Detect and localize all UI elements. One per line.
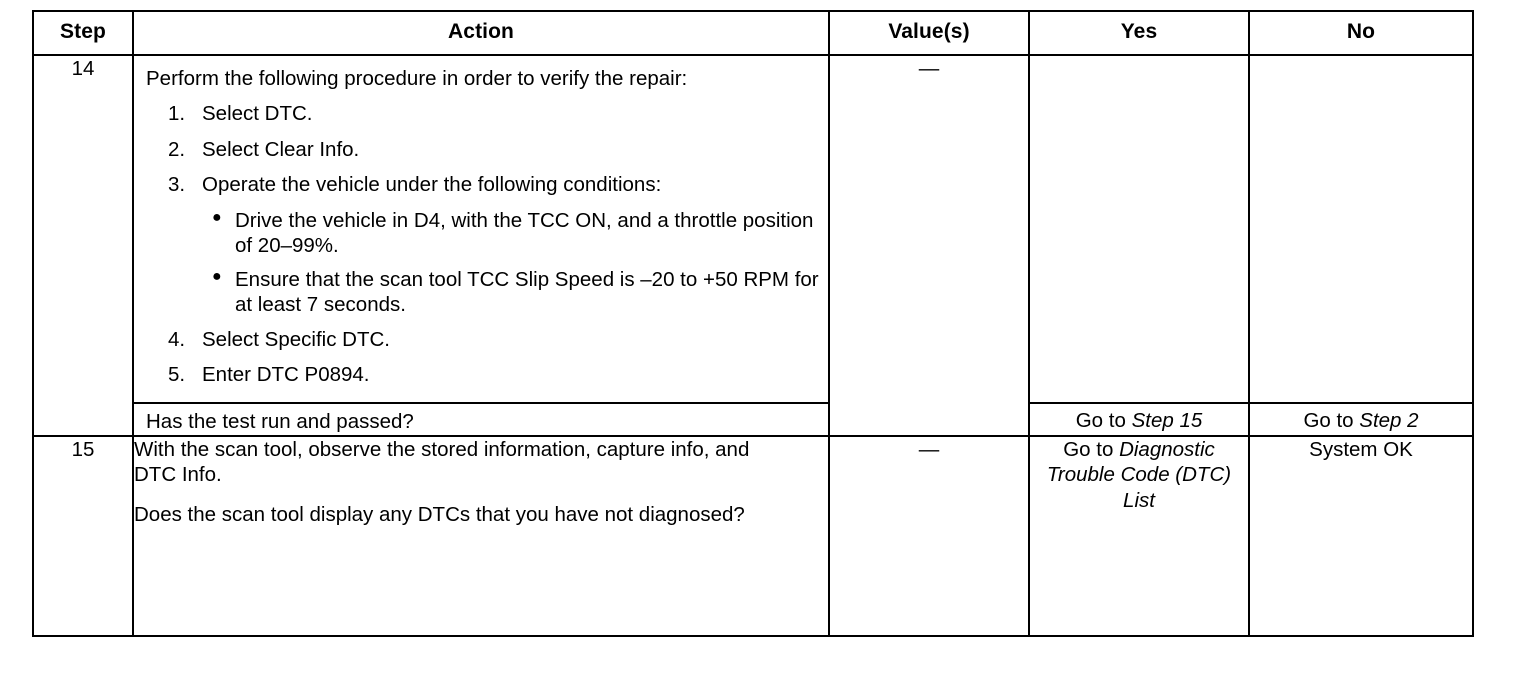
action-body-14: Perform the following procedure in order… [134, 56, 828, 402]
goto-prefix: Go to [1303, 409, 1360, 432]
step-number-14: 14 [32, 54, 134, 437]
goto-target: Diagnostic Trouble Code (DTC) List [1046, 438, 1232, 512]
yes-cell-14: Go to Step 15 [1028, 54, 1250, 437]
column-header-no: No [1248, 10, 1474, 56]
goto-prefix: Go to [1075, 409, 1132, 432]
table-header-row: Step Action Value(s) Yes No [32, 10, 1474, 56]
no-spacer-14 [1250, 56, 1472, 402]
no-cell-14: Go to Step 2 [1248, 54, 1474, 437]
no-cell-15: System OK [1248, 435, 1474, 637]
value-cell-15: — [828, 435, 1030, 637]
list-item: 2. Select Clear Info. [146, 137, 820, 162]
table-row: 14 Perform the following procedure in or… [32, 54, 1474, 437]
list-item: 4. Select Specific DTC. [146, 327, 820, 352]
list-item-number: 2. [168, 137, 186, 161]
bullet-label: Drive the vehicle in D4, with the TCC ON… [235, 208, 814, 257]
column-header-action: Action [132, 10, 830, 56]
list-item: 1. Select DTC. [146, 101, 820, 126]
goto-prefix: Go to [1063, 438, 1120, 461]
table-row: 15 With the scan tool, observe the store… [32, 435, 1474, 637]
list-item-label: Enter DTC P0894. [202, 363, 370, 387]
value-cell-14: — [828, 54, 1030, 437]
goto-target: Step 15 [1131, 409, 1203, 432]
list-item: 5. Enter DTC P0894. [146, 362, 820, 387]
list-item-number: 4. [168, 327, 186, 351]
numbered-step-list-14: 1. Select DTC. 2. Select Clear Info. 3. Ope… [146, 101, 820, 387]
list-item-number: 5. [168, 363, 186, 387]
action-question-15: Does the scan tool display any DTCs that… [134, 502, 745, 526]
question-label: Has the test run and passed? [146, 410, 414, 433]
action-question-14: Has the test run and passed? [134, 402, 828, 435]
list-item: 3. Operate the vehicle under the followin… [146, 172, 820, 316]
list-item-label: Operate the vehicle under the following … [202, 173, 662, 197]
action-lead-15: With the scan tool, observe the stored i… [134, 438, 750, 487]
condition-bullet-list: ● Drive the vehicle in D4, with the TCC O… [202, 208, 820, 317]
list-item: ● Drive the vehicle in D4, with the TCC O… [202, 208, 820, 258]
column-header-yes: Yes [1028, 10, 1250, 56]
no-goto-14: Go to Step 2 [1250, 402, 1472, 435]
action-cell-14: Perform the following procedure in order… [132, 54, 830, 437]
action-cell-15: With the scan tool, observe the stored i… [132, 435, 830, 637]
list-item-number: 3. [168, 173, 186, 197]
list-item-label: Select Clear Info. [202, 137, 360, 161]
bullet-icon: ● [212, 208, 222, 226]
list-item: ● Ensure that the scan tool TCC Slip Spee… [202, 267, 820, 317]
yes-cell-15: Go to Diagnostic Trouble Code (DTC) List [1028, 435, 1250, 637]
list-item-number: 1. [168, 102, 186, 126]
bullet-icon: ● [212, 267, 222, 285]
action-lead-14: Perform the following procedure in order… [146, 67, 688, 90]
goto-target: Step 2 [1359, 409, 1419, 432]
yes-spacer-14 [1030, 56, 1248, 402]
column-header-step: Step [32, 10, 134, 56]
step-number-15: 15 [32, 435, 134, 637]
bullet-label: Ensure that the scan tool TCC Slip Speed… [235, 267, 819, 316]
list-item-label: Select Specific DTC. [202, 327, 390, 351]
list-item-label: Select DTC. [202, 102, 313, 126]
yes-goto-14: Go to Step 15 [1030, 402, 1248, 435]
diagnostic-procedure-table: Step Action Value(s) Yes No 14 Perform t… [32, 10, 1474, 637]
column-header-values: Value(s) [828, 10, 1030, 56]
